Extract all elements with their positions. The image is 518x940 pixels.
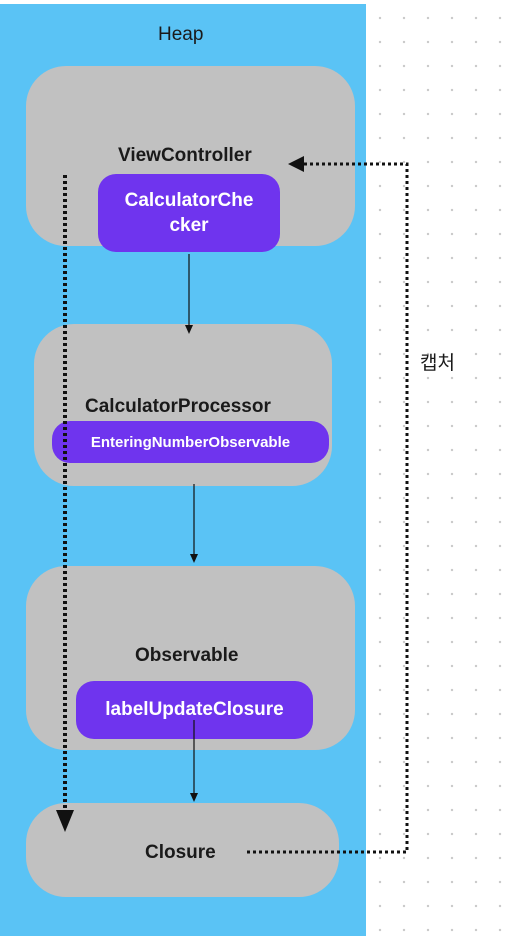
strong-reference-arrowhead xyxy=(56,810,74,832)
arrowhead-closure xyxy=(190,793,198,802)
view-controller-label: ViewController xyxy=(118,145,252,166)
capture-arrowhead xyxy=(288,156,304,172)
heap-title: Heap xyxy=(158,24,204,45)
capture-dotted-line xyxy=(247,162,409,854)
closure-label: Closure xyxy=(145,842,216,863)
closure-box[interactable] xyxy=(26,803,339,897)
calculator-checker-pill[interactable]: CalculatorChe cker xyxy=(98,174,280,252)
arrowhead-processor xyxy=(185,325,193,334)
arrowhead-observable xyxy=(190,554,198,563)
calculator-checker-line1: CalculatorChe xyxy=(124,190,254,211)
observable-label: Observable xyxy=(135,645,239,666)
entering-number-observable-pill[interactable]: EnteringNumberObservable xyxy=(52,421,329,463)
calculator-checker-line2: cker xyxy=(169,215,209,236)
calculator-processor-label: CalculatorProcessor xyxy=(85,396,271,417)
capture-label: 캡처 xyxy=(420,353,455,374)
